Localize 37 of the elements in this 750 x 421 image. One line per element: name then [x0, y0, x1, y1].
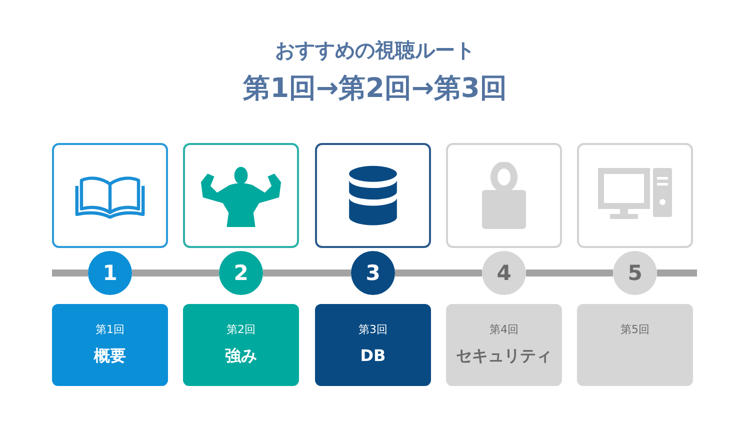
timeline-line: [657, 270, 697, 276]
icon-card: [315, 143, 431, 248]
timeline-line: [526, 270, 613, 276]
step-card: [446, 304, 562, 386]
subtitle: 第1回→第2回→第3回: [242, 72, 508, 106]
session-label: 第4回: [490, 323, 518, 337]
step-number: 4: [496, 262, 512, 284]
session-label: 第2回: [226, 323, 256, 337]
topic-title: 概要: [94, 346, 126, 366]
step-number: 2: [234, 262, 248, 284]
session-label: 第5回: [620, 323, 650, 337]
step-circle: [351, 251, 395, 295]
timeline-line: [395, 270, 482, 276]
step-card: [315, 304, 431, 386]
step-circle: [88, 251, 132, 295]
step-number: 1: [102, 262, 118, 284]
step-circle: [613, 251, 657, 295]
session-label: 第3回: [358, 323, 388, 337]
icon-card: [577, 143, 693, 248]
topic-title: DB: [360, 346, 386, 366]
step-card: [577, 304, 693, 386]
icon-card: [446, 143, 562, 248]
topic-title: セキュリティ: [456, 346, 552, 366]
icon-card: [52, 143, 168, 248]
timeline-line: [132, 270, 219, 276]
topic-title: 強み: [225, 346, 257, 366]
session-label: 第1回: [96, 323, 124, 337]
step-card: [52, 304, 168, 386]
timeline-line: [263, 270, 351, 276]
step-number: 3: [366, 262, 380, 284]
step-number: 5: [628, 262, 642, 284]
step-circle: [482, 251, 526, 295]
step-circle: [219, 251, 263, 295]
step-card: [183, 304, 299, 386]
title: おすすめの視聴ルート: [274, 37, 476, 64]
icon-card: [183, 143, 299, 248]
timeline-line: [52, 270, 88, 276]
